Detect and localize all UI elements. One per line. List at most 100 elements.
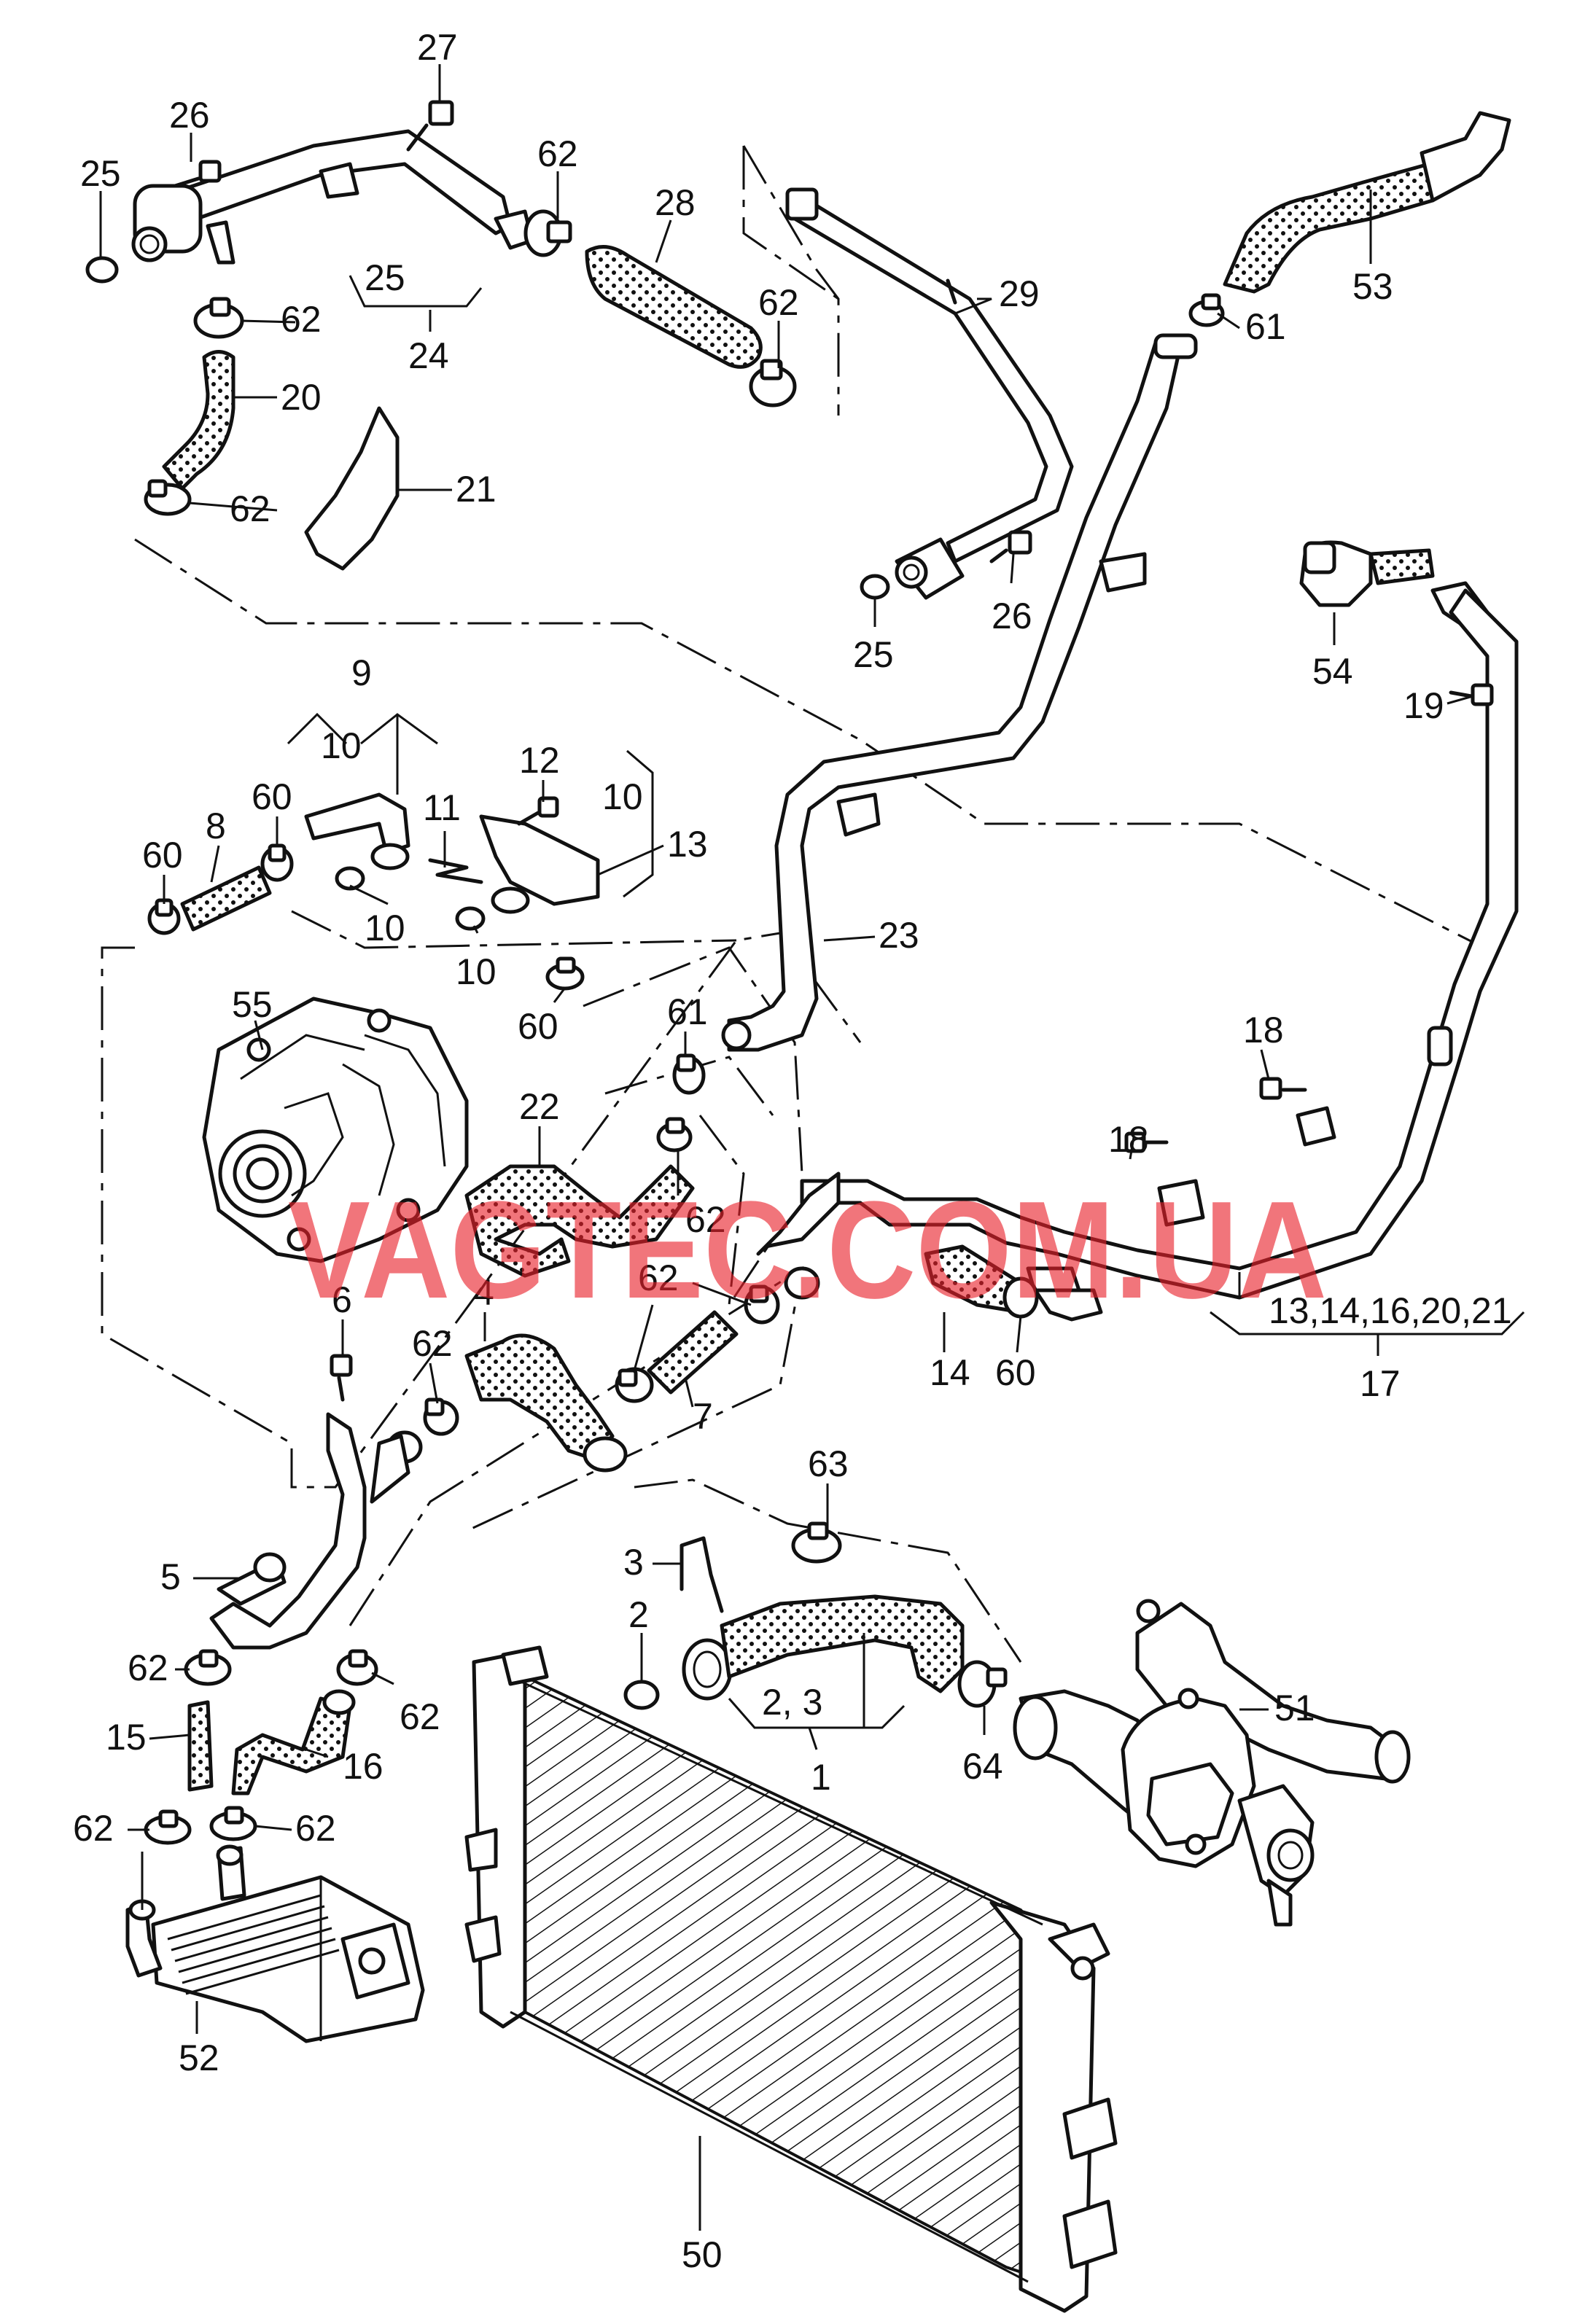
label-18: 18 [1108, 1119, 1149, 1160]
watermark: VAGTEC.COM.UA [288, 1173, 1327, 1327]
label-2: 2 [628, 1594, 649, 1635]
clamp-62-hose15-bottom [144, 1809, 192, 1845]
clamp-62-upper [523, 209, 572, 257]
label-21: 21 [456, 469, 497, 510]
label-61: 61 [667, 991, 708, 1032]
label-62: 62 [412, 1323, 453, 1364]
hose-16 [231, 1696, 352, 1795]
label-62: 62 [758, 282, 799, 323]
label-8: 8 [206, 806, 226, 846]
hose-20 [162, 350, 235, 491]
bolt-26-mid [989, 530, 1032, 564]
hose-53-connector [1420, 111, 1511, 203]
bolt-12 [517, 796, 559, 826]
clamp-62-hose16 [209, 1806, 257, 1841]
hose-7 [647, 1310, 739, 1395]
clamp-60-left [147, 898, 181, 935]
label-10: 10 [321, 725, 362, 766]
o-ring-2 [623, 1680, 660, 1710]
coolant-pipe-5 [209, 1412, 423, 1650]
hose-22 [464, 1164, 695, 1278]
label-25: 25 [365, 257, 405, 298]
label-4: 4 [474, 1272, 494, 1313]
o-ring-25-left [85, 256, 119, 284]
alternator-55 [202, 997, 469, 1263]
label-29: 29 [999, 273, 1040, 314]
label-26: 26 [992, 596, 1032, 636]
clamp-62-hose4 [423, 1397, 459, 1436]
label-17: 17 [1360, 1363, 1401, 1404]
label-62: 62 [295, 1808, 336, 1849]
clamp-64 [957, 1660, 1008, 1708]
hose-8 [180, 865, 272, 932]
label-1: 1 [811, 1757, 831, 1798]
coolant-pipe-13 [479, 814, 600, 914]
hose-16-end [322, 1689, 356, 1715]
hose-15 [187, 1700, 214, 1792]
clamp-62-hose7-a [615, 1367, 654, 1403]
label-26: 26 [169, 95, 210, 136]
clamp-62-hose28 [749, 359, 797, 408]
label-62: 62 [281, 299, 322, 340]
label-60: 60 [995, 1352, 1036, 1393]
clamp-62-hose7-b [744, 1284, 780, 1325]
assembly-dash-lines [101, 145, 1484, 1663]
label-63: 63 [808, 1443, 849, 1484]
label-51: 51 [1274, 1688, 1315, 1728]
label-10: 10 [456, 951, 497, 992]
clamp-62-hose22 [656, 1117, 693, 1153]
label-62: 62 [685, 1199, 726, 1240]
label-3: 3 [623, 1542, 644, 1583]
label-60: 60 [252, 776, 292, 817]
label-53: 53 [1352, 266, 1393, 307]
thermostat-housing-51 [1013, 1599, 1411, 1927]
coolant-pipe-23 [721, 333, 1198, 1052]
label-9: 9 [351, 652, 372, 693]
small-pipe-14 [1033, 1288, 1103, 1322]
label-62: 62 [638, 1257, 679, 1298]
label-10: 10 [365, 908, 405, 948]
part-number-labels: 27 26 25 62 28 29 53 61 62 62 20 25 24 2… [73, 27, 1512, 2275]
coolant-pipe-middle [756, 1171, 841, 1256]
coolant-pipe-29 [785, 187, 1074, 600]
label-15: 15 [106, 1717, 147, 1758]
coolant-pipe-17 [800, 588, 1519, 1300]
label-13: 13 [667, 824, 708, 865]
label-64: 64 [962, 1746, 1003, 1787]
o-ring-10-a [335, 866, 365, 891]
label-62: 62 [537, 133, 578, 174]
clamp-62-pipe5 [336, 1649, 378, 1686]
label-7: 7 [693, 1396, 713, 1437]
label-28: 28 [655, 182, 696, 223]
bolt-19 [1449, 683, 1494, 706]
clamp-63 [791, 1521, 842, 1564]
bolt-27 [406, 100, 454, 152]
label-52: 52 [179, 2038, 219, 2078]
clamp-62-left-top [193, 297, 244, 339]
label-55: 55 [232, 984, 273, 1025]
clamp-60-lower [545, 956, 585, 991]
radiator-50 [464, 1645, 1118, 2313]
label-2-3: 2, 3 [762, 1682, 822, 1723]
label-60: 60 [142, 835, 183, 876]
coolant-pipe-9 [304, 792, 410, 870]
label-62: 62 [400, 1696, 440, 1737]
bolt-18-mid [1124, 1131, 1169, 1153]
hose-4 [464, 1333, 615, 1460]
label-62: 62 [73, 1808, 114, 1849]
heat-shield-21 [304, 406, 400, 571]
bolt-6 [330, 1354, 353, 1402]
label-12: 12 [519, 740, 560, 781]
pipe-end-cap [784, 1266, 820, 1300]
label-62: 62 [128, 1648, 168, 1688]
label-6: 6 [332, 1279, 352, 1320]
clamp-62-hose15-top [184, 1649, 232, 1686]
label-23: 23 [879, 915, 919, 956]
clamp-61-mid [672, 1053, 706, 1095]
label-13-14-16-20-21: 13,14,16,20,21 [1269, 1290, 1512, 1331]
label-60: 60 [518, 1006, 558, 1047]
hose-53 [1223, 162, 1435, 294]
leader-lines [99, 64, 1525, 2231]
hose-4-end [583, 1436, 628, 1473]
label-54: 54 [1312, 651, 1353, 692]
